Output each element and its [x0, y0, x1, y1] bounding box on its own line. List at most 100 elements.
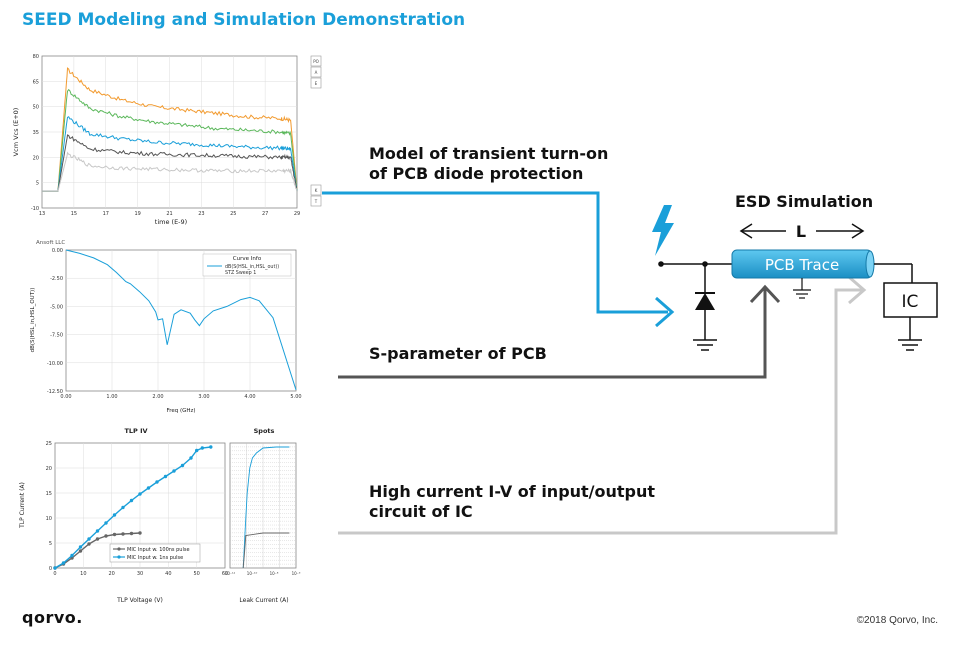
transient-arrowhead	[655, 296, 675, 328]
tlp-iv-title: TLP IV	[124, 427, 147, 435]
sparam-xlabel: Freq (GHz)	[166, 408, 195, 414]
transient-legend-box-5	[310, 195, 322, 207]
iv-annotation-line-2: circuit of IC	[369, 502, 473, 521]
tlp-iv-point	[87, 537, 91, 541]
pcb-trace-end-cap	[865, 250, 875, 278]
tlp-iv-legend-entry-2: MIC Input w. 1ns pulse	[127, 555, 183, 561]
diode-triangle	[695, 293, 715, 310]
tlp-iv-point	[104, 534, 108, 538]
sparam-y-tick-label: -5.00	[50, 304, 63, 310]
esd-simulation-heading: ESD Simulation	[735, 192, 873, 211]
sparam-arrowhead	[749, 284, 781, 304]
tlp-iv-legend-marker-2	[117, 555, 121, 559]
transient-y-tick-label: 80	[33, 54, 39, 60]
iv-annotation-line-1: High current I-V of input/output	[369, 482, 655, 501]
tlp-iv-legend: MIC Input w. 100ns pulse MIC Input w. 1n…	[109, 543, 201, 563]
iv-connector-line	[338, 288, 862, 535]
tlp-iv-y-tick-label: 5	[49, 541, 52, 547]
esd-circuit: ESD Simulation L PCB Trace	[652, 192, 938, 351]
transient-connector-line	[322, 191, 668, 314]
tlp-iv-x-tick-label: 50	[193, 571, 199, 577]
ic-block	[883, 282, 938, 318]
transient-legend-box-4	[310, 184, 322, 196]
transient-x-tick-label: 25	[230, 211, 236, 217]
tlp-iv-series-line-2	[54, 446, 211, 569]
spots-xlabel: Leak Current (A)	[239, 597, 288, 604]
length-arrow-left-head	[739, 223, 753, 239]
spots-series-line-1	[242, 446, 290, 569]
sparam-x-tick-label: 2.00	[152, 394, 163, 400]
tlp-iv-point	[129, 531, 134, 536]
tlp-iv-y-tick-label: 10	[46, 516, 52, 522]
sparam-x-tick-label: 4.00	[244, 394, 255, 400]
tlp-iv-point	[112, 532, 117, 537]
tlp-iv-legend-marker-1	[117, 547, 121, 551]
transient-series-line-4	[42, 134, 298, 192]
sparam-legend-entry-1: dB(S(HSL_in,HSL_out))	[225, 264, 279, 270]
tlp-iv-point	[61, 561, 66, 565]
sparam-x-tick-label: 1.00	[106, 394, 117, 400]
transient-x-tick-label: 29	[294, 211, 300, 217]
transient-legend-box-label: PO	[313, 59, 319, 64]
iv-arrowhead	[848, 275, 867, 305]
tlp-iv-ylabel: TLP Current (A)	[19, 482, 26, 529]
tlp-iv-x-tick-label: 10	[80, 571, 86, 577]
tlp-iv-point	[209, 445, 213, 449]
ic-label: IC	[902, 292, 919, 312]
sparam-legend: Curve Info dB(S(HSL_in,HSL_out)) STZ Swe…	[202, 253, 292, 277]
sparam-series-line	[65, 249, 297, 391]
spots-series-line-2	[242, 532, 290, 569]
sparam-y-tick-label: -2.50	[50, 276, 63, 282]
transient-x-tick-label: 19	[134, 211, 140, 217]
transient-y-tick-label: -10	[31, 206, 39, 212]
transient-legend-box-label: T	[314, 199, 318, 204]
ic-ground-symbol	[898, 339, 922, 351]
copyright-text: ©2018 Qorvo, Inc.	[856, 615, 938, 626]
tlp-iv-point	[121, 532, 125, 536]
transient-y-tick-label: 5	[36, 181, 39, 187]
tlp-iv-legend-entry-1: MIC Input w. 100ns pulse	[127, 547, 190, 553]
tlp-iv-series	[53, 445, 213, 570]
pcb-trace-label: PCB Trace	[765, 256, 839, 274]
tlp-iv-point	[112, 513, 117, 517]
transient-legend-box-3	[310, 77, 322, 89]
transient-series-line-5	[42, 151, 298, 192]
slide-title: SEED Modeling and Simulation Demonstrati…	[22, 10, 466, 30]
length-arrow-right-head	[851, 223, 865, 239]
tlp-iv-point	[121, 505, 125, 510]
sparam-x-tick-label: 3.00	[198, 394, 209, 400]
transient-y-tick-label: 20	[33, 155, 39, 161]
sparam-legend-title: Curve Info	[233, 256, 262, 262]
tlp-iv-point	[200, 446, 204, 450]
tlp-iv-point	[53, 566, 57, 570]
tlp-iv-x-tick-label: 20	[108, 571, 114, 577]
sparam-series	[65, 249, 297, 391]
tlp-iv-x-tick-label: 60	[222, 571, 228, 577]
tlp-iv-point	[138, 492, 142, 496]
spots-x-tick-label: 10⁻¹⁰	[247, 571, 258, 576]
transient-legend-box-label: A	[315, 70, 318, 75]
transient-xlabel: time (E-9)	[155, 218, 187, 226]
tlp-iv-point	[138, 531, 142, 535]
lightning-bolt-icon	[652, 205, 674, 256]
tlp-iv-point	[189, 456, 193, 460]
tlp-iv-legend-box	[109, 543, 201, 563]
sparam-annotation: S-parameter of PCB	[369, 344, 547, 363]
tlp-iv-point	[78, 545, 83, 549]
sparam-x-tick-label: 5.00	[290, 394, 301, 400]
tlp-iv-point	[87, 542, 91, 546]
sparam-y-tick-label: 0.00	[52, 248, 63, 254]
spots-x-tick-label: 10⁻⁶	[292, 571, 301, 576]
transient-annotation-line-2: of PCB diode protection	[369, 164, 583, 183]
tlp-iv-x-tick-label: 30	[137, 571, 143, 577]
sparam-legend-box	[202, 253, 292, 277]
sparam-y-tick-label: -7.50	[50, 333, 63, 339]
tlp-iv-point	[129, 498, 134, 503]
transient-y-tick-label: 65	[33, 79, 39, 85]
tlp-iv-point	[195, 448, 199, 453]
